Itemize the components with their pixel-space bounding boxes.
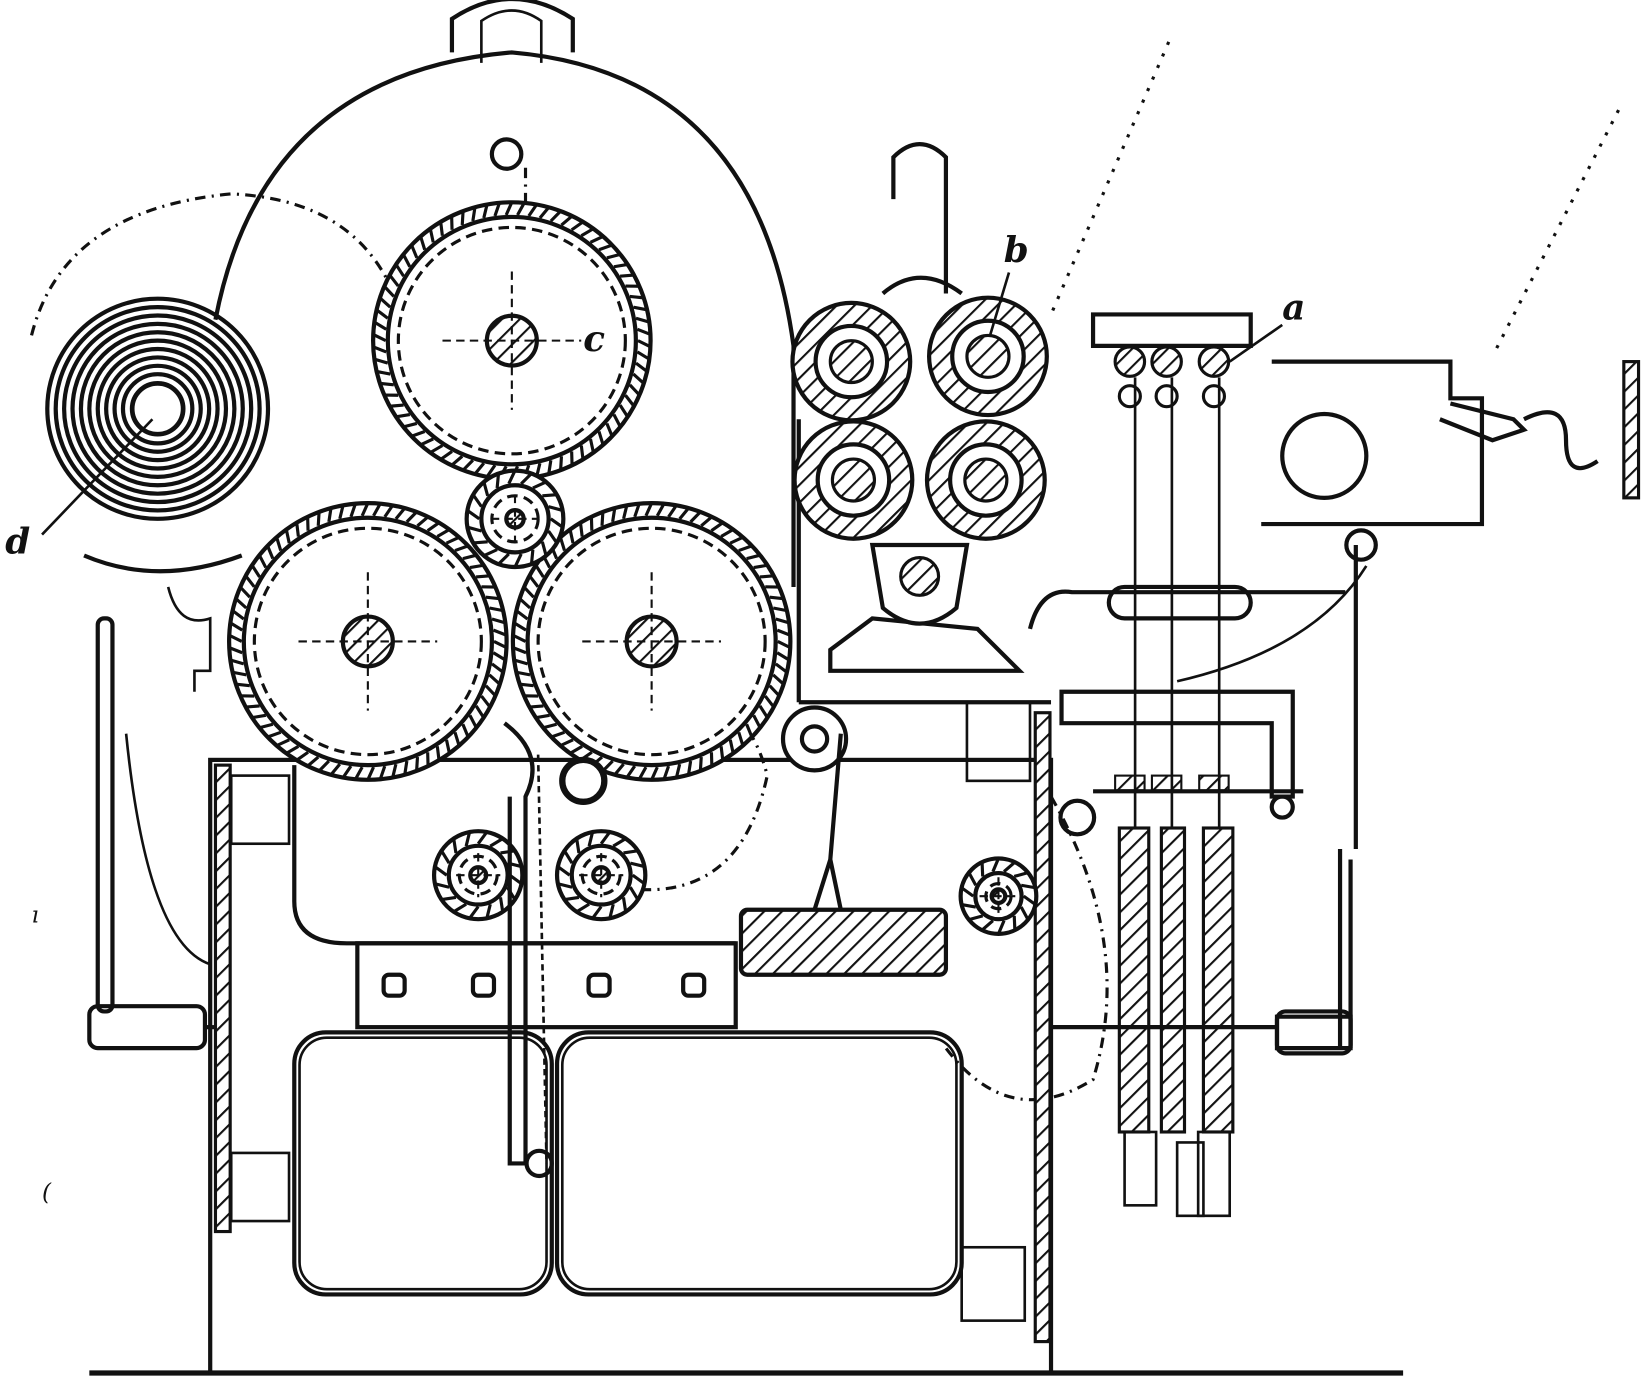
yarn-line xyxy=(1491,109,1620,358)
spindle-eye xyxy=(1117,384,1142,409)
coil-turn xyxy=(70,321,245,496)
drafting-rollers xyxy=(790,142,1231,792)
gear-web xyxy=(252,526,483,757)
label-a: a xyxy=(1282,287,1305,329)
label-d: d xyxy=(5,520,30,562)
label-b: b xyxy=(1004,229,1029,271)
leader-b xyxy=(988,272,1011,336)
gear-inner-rim xyxy=(525,515,778,768)
coil-turn xyxy=(95,346,220,471)
coil-core xyxy=(130,381,185,437)
small-gear-frame xyxy=(958,856,1039,936)
gear-right xyxy=(510,501,793,782)
rack-pinion xyxy=(559,756,608,805)
gear-c xyxy=(371,200,653,482)
frame-bolts xyxy=(381,972,707,998)
roller-shaft xyxy=(963,457,1009,503)
bottom-roller xyxy=(899,556,941,597)
leader-d xyxy=(41,418,154,536)
roller-shaft xyxy=(828,339,874,385)
leader-a xyxy=(1228,323,1283,363)
bolt xyxy=(470,972,497,998)
spindle-roller xyxy=(1113,345,1147,378)
gear-train xyxy=(227,200,1039,936)
coil-turn xyxy=(45,296,271,521)
spindle-eye xyxy=(1201,384,1227,409)
gear-teeth xyxy=(512,502,791,781)
gear-teeth xyxy=(960,857,1037,935)
weight-chain xyxy=(812,733,843,911)
right-handle xyxy=(1051,1009,1353,1056)
dashed-arc-right xyxy=(944,795,1109,1102)
coil-turn xyxy=(112,363,203,454)
gear-inner-rim xyxy=(385,214,638,467)
yarn-line xyxy=(1049,41,1171,316)
pulley xyxy=(780,705,849,773)
coil-turn xyxy=(62,313,254,505)
bolt xyxy=(586,972,612,998)
coil-turn xyxy=(104,355,212,463)
spindle-nut xyxy=(1150,774,1183,792)
coil-turn xyxy=(53,305,262,513)
small-gear-lower-left xyxy=(431,829,525,922)
svg-text:ı: ı xyxy=(32,902,39,928)
roller-shaft xyxy=(830,457,877,503)
small-gear-lower xyxy=(554,829,648,922)
gear-inner-rim xyxy=(569,843,633,907)
spindle-nut xyxy=(1198,774,1230,792)
gear-left xyxy=(227,501,509,782)
idler-gear xyxy=(464,468,566,570)
bolt xyxy=(681,972,707,998)
gear-web xyxy=(536,526,767,757)
bolt xyxy=(381,972,407,998)
gear-inner-rim xyxy=(479,483,551,555)
gear-inner-rim xyxy=(973,870,1024,922)
left-lever xyxy=(87,616,216,1051)
cloth-roll xyxy=(45,296,271,692)
roller-shaft xyxy=(965,333,1011,379)
coil-turn xyxy=(120,372,195,446)
spindle-mechanism xyxy=(1027,312,1641,1218)
svg-text:(: ( xyxy=(42,1180,52,1206)
gear-teeth xyxy=(372,201,652,480)
gear-teeth xyxy=(228,502,508,781)
pulley-hub xyxy=(799,724,830,754)
gear-inner-rim xyxy=(241,515,494,768)
gear-teeth xyxy=(466,469,564,568)
frame xyxy=(208,700,1054,1376)
gear-teeth xyxy=(556,831,646,920)
weight-block xyxy=(738,907,949,977)
rack xyxy=(503,721,554,1179)
spindle-eye xyxy=(1154,384,1179,409)
spindle-roller xyxy=(1197,345,1231,378)
spindle-roller xyxy=(1150,345,1183,378)
coil-turn xyxy=(78,330,237,488)
spindle-nut xyxy=(1114,774,1146,792)
gear-web xyxy=(396,225,627,456)
label-c: c xyxy=(583,318,605,360)
coil-turn xyxy=(87,338,229,479)
